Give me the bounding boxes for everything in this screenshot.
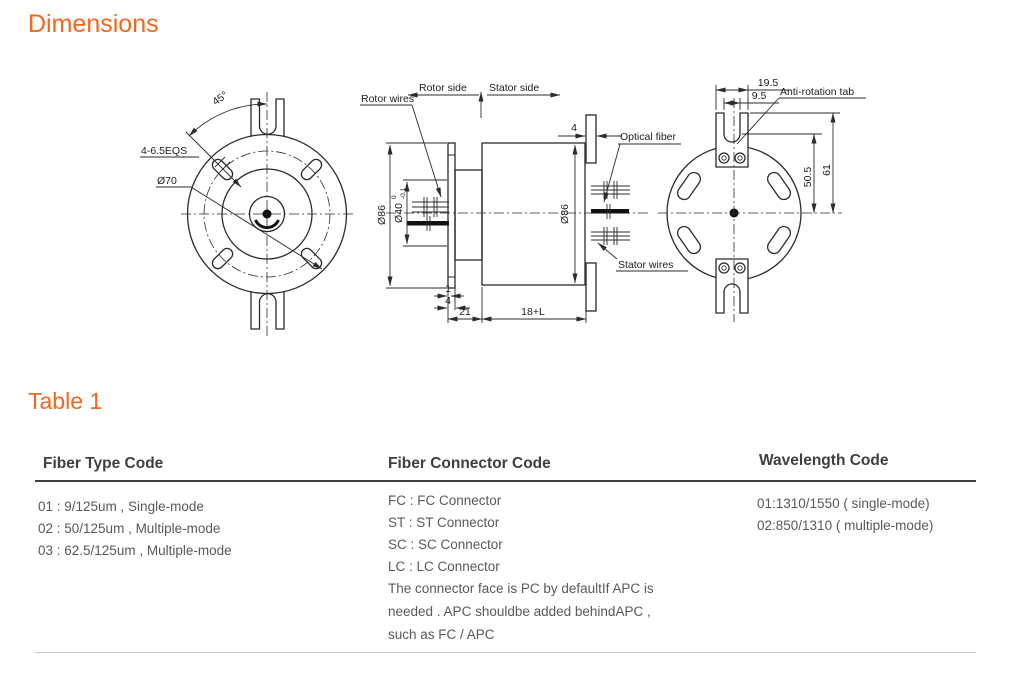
len18L-dim: 18+L (521, 306, 545, 318)
fiber-type-rows: 01 : 9/125um , Single-mode 02 : 50/125um… (38, 496, 232, 562)
svg-text:61: 61 (821, 164, 833, 176)
main-body (481, 142, 586, 286)
table-row: FC : FC Connector (388, 493, 502, 508)
tab-screws (718, 152, 746, 274)
rotor-side-label: Rotor side (419, 82, 467, 94)
front-view: 45° 4-6.5EQS Ø70 (140, 89, 353, 336)
svg-text:Ø86: Ø86 (559, 204, 571, 224)
radius-50-5-dim: 50.5 (802, 167, 814, 188)
table-row: 02:850/1310 ( multiple-mode) (757, 518, 934, 533)
table-row: SC : SC Connector (388, 537, 503, 552)
svg-text:-0.1: -0.1 (400, 187, 407, 199)
col-header-wavelength: Wavelength Code (759, 452, 889, 469)
note-line: such as FC / APC (388, 627, 495, 642)
table-bottom-rule (35, 652, 976, 653)
bottom-fork (250, 291, 285, 330)
note-line: The connector face is PC by defaultIf AP… (388, 581, 654, 596)
table-row: 01:1310/1550 ( single-mode) (757, 496, 930, 511)
table-title: Table 1 (28, 388, 103, 414)
tab-width-dim: 19.5 (758, 77, 779, 89)
rear-view: 19.5 9.5 Anti-rotation tab 50.5 61 (658, 77, 866, 322)
table-header-rule (35, 480, 976, 482)
page-title: Dimensions (28, 10, 159, 38)
dimensions-drawing: 45° 4-6.5EQS Ø70 (140, 77, 866, 336)
table-row: 01 : 9/125um , Single-mode (38, 499, 204, 514)
bolt-circle-label: Ø70 (157, 175, 177, 187)
svg-text:50.5: 50.5 (802, 167, 814, 188)
step4-dim: 4 (445, 295, 451, 307)
holes-label: 4-6.5EQS (141, 145, 187, 157)
rotor-wires-label: Rotor wires (361, 93, 414, 105)
table-row: 03 : 62.5/125um , Multiple-mode (38, 543, 232, 558)
step1-dim: 1 (445, 283, 451, 295)
len21-dim: 21 (459, 306, 471, 318)
rotor-flange (447, 142, 456, 289)
anti-rotation-label: Anti-rotation tab (780, 86, 854, 98)
table-row: ST : ST Connector (388, 515, 500, 530)
col-header-fiber-type: Fiber Type Code (43, 455, 164, 472)
table-row: 02 : 50/125um , Multiple-mode (38, 521, 221, 536)
svg-text:0: 0 (391, 195, 398, 199)
dia-inner-dim: Ø40 0 -0.1 (391, 187, 407, 223)
connector-note: The connector face is PC by defaultIf AP… (388, 577, 654, 646)
slot-width-dim: 9.5 (752, 90, 767, 102)
optical-fiber-label: Optical fiber (620, 131, 677, 143)
svg-text:Ø86: Ø86 (376, 205, 388, 225)
stator-side-label: Stator side (489, 82, 539, 94)
dia-flange-dim: Ø86 (376, 205, 388, 225)
angle-45-label: 45° (210, 89, 230, 108)
stator-wires-label: Stator wires (618, 259, 673, 271)
rotor-wires (407, 197, 449, 231)
wavelength-rows: 01:1310/1550 ( single-mode) 02:850/1310 … (757, 493, 933, 537)
plate-thickness-dim: 4 (571, 122, 577, 134)
radius-61-dim: 61 (821, 164, 833, 176)
col-header-fiber-connector: Fiber Connector Code (388, 455, 551, 472)
stator-wires-fiber (591, 181, 630, 245)
note-line: needed . APC shouldbe added behindAPC , (388, 604, 651, 619)
side-view: Rotor side Stator side Rotor wires Optic… (360, 82, 688, 323)
fiber-connector-rows: FC : FC Connector ST : ST Connector SC :… (388, 490, 503, 578)
svg-text:Ø40: Ø40 (393, 203, 405, 223)
dia-body-dim: Ø86 (559, 204, 571, 224)
connector-slots (676, 171, 792, 255)
table-row: LC : LC Connector (388, 559, 500, 574)
